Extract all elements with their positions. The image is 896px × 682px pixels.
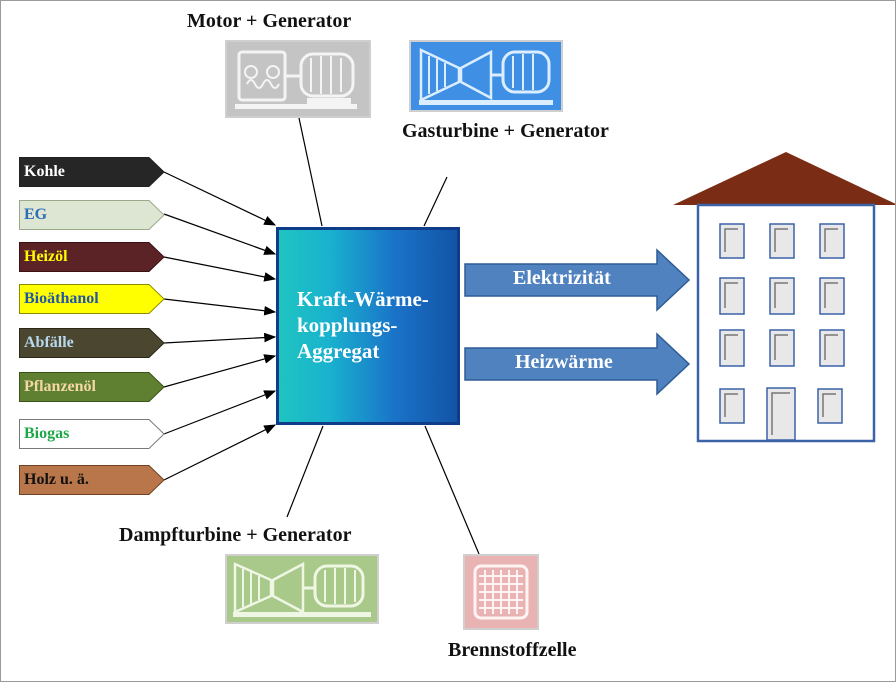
fuel-tag-eg: EG <box>19 200 165 230</box>
fuel-label: Heizöl <box>24 248 68 265</box>
chp-title-line: Kraft-Wärme- <box>297 287 429 311</box>
fuel-tag-kohle: Kohle <box>19 157 165 187</box>
electricity-label: Elektrizität <box>513 267 611 289</box>
fuel-label: Pflanzenöl <box>24 378 96 395</box>
chp-unit-title: Kraft-Wärme- kopplungs- Aggregat <box>297 286 457 364</box>
fuel-tag-abfaelle: Abfälle <box>19 328 165 358</box>
line-brennstoffzelle <box>424 425 480 555</box>
fuel-arrow-pflanzenoel <box>163 354 277 388</box>
fuel-tag-biogas: Biogas <box>19 419 165 449</box>
fuel-arrow-bioaethanol <box>163 298 277 316</box>
fuel-tag-holz: Holz u. ä. <box>19 465 165 495</box>
fuel-label: EG <box>24 206 48 223</box>
fuel-tag-pflanzenoel: Pflanzenöl <box>19 372 165 402</box>
steam-turbine-caption: Dampfturbine + Generator <box>119 524 352 546</box>
chp-title-line: Aggregat <box>297 339 380 363</box>
fuel-arrow-holz <box>163 424 277 481</box>
fuel-label: Bioäthanol <box>24 290 99 307</box>
fuel-tag-heizoel: Heizöl <box>19 242 165 272</box>
gas-turbine-caption: Gasturbine + Generator <box>402 120 609 142</box>
fuel-label: Holz u. ä. <box>24 471 89 488</box>
fuel-label: Kohle <box>24 163 65 180</box>
line-motor <box>298 117 323 227</box>
fuel-arrow-biogas <box>163 390 277 435</box>
fuel-arrow-abfaelle <box>163 332 277 344</box>
line-dampfturbine <box>286 425 324 518</box>
fuel-cell-icon <box>463 554 539 630</box>
heat-label: Heizwärme <box>515 351 613 373</box>
motor-generator-caption: Motor + Generator <box>187 10 352 32</box>
fuel-arrow-eg <box>163 213 277 255</box>
fuel-label: Biogas <box>24 425 70 442</box>
fuel-label: Abfälle <box>24 334 74 351</box>
chp-unit-box: Kraft-Wärme- kopplungs- Aggregat <box>276 227 460 425</box>
gas-turbine-icon <box>409 40 563 112</box>
steam-turbine-icon <box>225 554 379 624</box>
fuel-arrow-kohle <box>163 171 277 226</box>
fuel-arrow-heizoel <box>163 256 277 282</box>
fuel-cell-caption: Brennstoffzelle <box>448 639 577 661</box>
chp-title-line: kopplungs- <box>297 313 398 337</box>
motor-generator-icon <box>225 40 371 118</box>
fuel-tag-bioaethanol: Bioäthanol <box>19 284 165 314</box>
line-gasturbine <box>423 176 448 227</box>
